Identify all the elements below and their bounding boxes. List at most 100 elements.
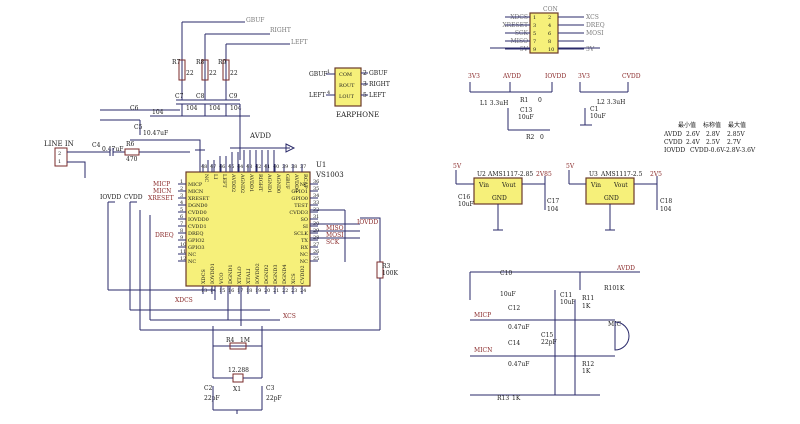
earphone-right-label: LEFT [369,92,386,99]
net-iovdd-right: IOVDD [357,219,378,226]
sf-r2: R2 [526,134,535,141]
con-ref: CON [543,6,558,13]
con-right-label: MOSI [586,30,604,37]
vt-r1-c3: 2.85V [727,131,745,138]
u1-left-pin-name: DREQ [188,231,204,237]
u1-right-pin-name: SO [300,217,308,223]
earphone-body [334,67,362,107]
net-gbuf-label: GBUF [246,17,264,24]
earphone-right-net: 5 [363,92,367,99]
u1-top-pin-name: GBUF [284,174,290,190]
r3-ref: R3 [382,263,391,270]
con-right-num: 10 [548,47,554,53]
u1-left-pin-num: 7 [180,221,183,227]
vt-r1-c0: AVDD [663,131,682,138]
chip-right-nets: IOVDD MISO MOSI SCK R3 100K [310,209,398,330]
u1-top-pin-num: 47 [210,164,216,170]
line-in-pin-2: 2 [58,151,61,157]
u1-bottom-pin-num: 21 [273,288,279,294]
u2-cin: C16 [458,194,470,201]
net-micp-left: MICP [153,181,170,188]
con-right-num: 8 [548,39,551,45]
u1-top-pin-num: 41 [264,164,270,170]
u1-top-pin-name: NC [203,174,209,182]
u3-cout-val: 104 [660,206,672,213]
u1-right-pin-name: RX [301,245,309,251]
earphone-inner-label: LOUT [339,94,355,100]
u1-bottom-pin-name: XCS [291,273,297,284]
c9-ref: C9 [229,93,238,100]
voltage-table: 最小值 标称值 最大值 AVDD 2.6V 2.8V 2.85V CVDD 2.… [663,121,756,154]
u1-top-pin-num: 37 [300,164,306,170]
con-left-num: 3 [533,23,536,29]
earphone-right-label: RIGHT [369,81,390,88]
resistor-r7 [178,59,186,81]
u1-bottom-pin-num: 18 [246,288,252,294]
c12-ref: C12 [508,305,520,312]
u1-left-pin-name: MICN [188,189,204,195]
vt-r2-c1: 2.4V [686,139,701,146]
u1-left-pin-name: DGND0 [188,203,208,209]
u1-left-pin-num: 5 [180,207,183,213]
u1-top-pin-num: 45 [228,164,234,170]
vt-r1-c2: 2.8V [706,131,721,138]
u1-bottom-pin-name: XDCS [201,269,207,284]
u1-bottom-pin-num: 24 [300,288,306,294]
u1-top-pin-name: LI [212,174,218,179]
r10-val: 1K [616,285,625,292]
u1-bottom-pin-num: 20 [264,288,270,294]
u1-right-pin-name: TEST [294,203,308,209]
u1-top-pin-name: LEFT [221,174,227,188]
u1-left-pin-num: 11 [180,249,186,255]
u1-right-pin-num: 33 [313,200,319,206]
u1-bottom-pin-name: DGND4 [282,264,288,284]
u3-vin: Vin [590,182,601,189]
u3-part: AMS1117-2.5 [600,171,643,178]
u1-right-pin-num: 31 [313,214,319,220]
u2-cout-val: 104 [547,206,559,213]
u1-right-pin-name: NC [300,182,308,188]
r6-ref: R6 [126,141,135,148]
u2-out: 2V85 [536,171,552,178]
u1-left-pin-name: GPIO3 [188,245,205,251]
u1-top-pin-name: AGND1 [266,173,272,193]
u1-left-pin-name: NC [188,259,196,265]
u1-right-pin-num: 27 [313,242,319,248]
c14-ref: C14 [508,340,520,347]
u1-left-pin-name: XRESET [188,196,210,202]
c12-val: 0.47uF [508,324,529,331]
sf-iovdd: IOVDD [545,73,566,80]
r9-ref: R9 [218,59,227,66]
sf-c13-val: 10uF [518,114,534,121]
u1-bottom-pin-name: DGND3 [273,264,279,284]
c6-ref: C6 [130,105,139,112]
c11-ref: C11 [560,292,572,299]
net-mosi-right: MOSI [326,232,344,239]
net-xcs-bottom: XCS [283,313,296,320]
con-right-label: DREQ [586,22,605,29]
earphone-right-net: 2 [363,70,367,77]
net-dreq-left: DREQ [155,232,174,239]
earphone-left-net: LEFT [309,92,326,99]
r11-val: 1K [582,303,591,310]
u1-right-pin-name: NC [300,252,308,258]
u1-left-pin-num: 6 [180,214,183,220]
earphone-right-label: GBUF [369,70,387,77]
resistor-r6 [124,148,140,156]
c3-ref: C3 [266,385,275,392]
r8-val: 22 [209,70,217,77]
mic-micp: MICP [474,312,491,319]
u3-cout: C18 [660,198,672,205]
earphone-label: EARPHONE [336,111,379,119]
mic-circuit: AVDD C10 10uF C11 10uF R10 1K R11 1K MIC… [469,265,640,402]
c10-val: 10uF [500,291,516,298]
chip-u1-part: VS1003 [315,171,344,179]
r6-val: 470 [126,156,138,163]
u1-bottom-pin-name: IOVDD1 [210,263,216,284]
earphone-left-num: 1 [327,69,330,75]
r11-ref: R11 [582,295,594,302]
supply-filter: 3V3 AVDD IOVDD 3V3 CVDD L1 3.3uH R1 0 C1… [468,73,641,141]
